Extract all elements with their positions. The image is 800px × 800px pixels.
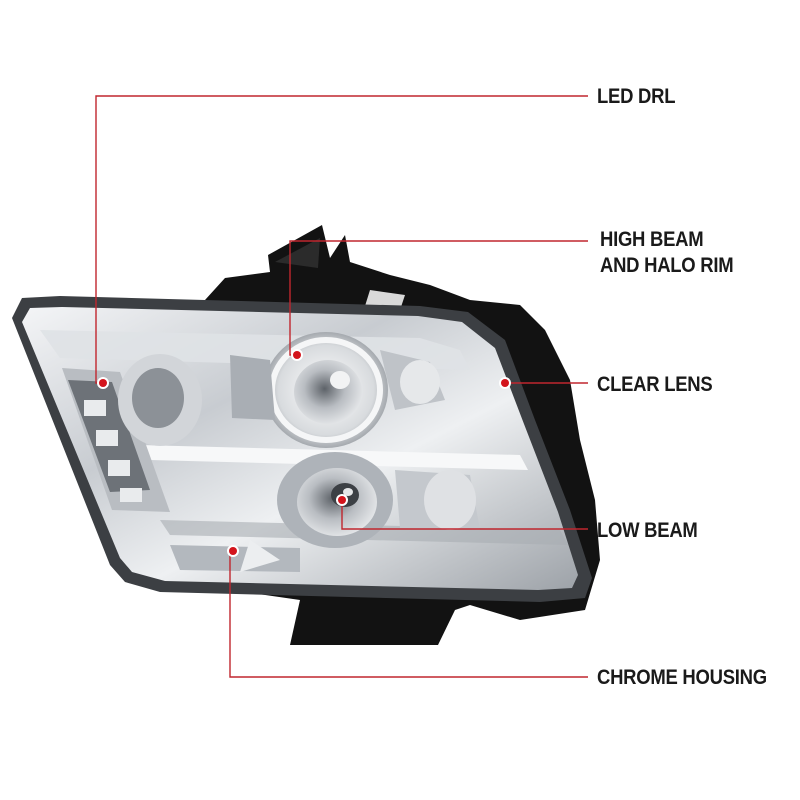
led-drl-marker-icon <box>97 377 109 389</box>
clear-lens-marker-icon <box>499 377 511 389</box>
high-beam-label: HIGH BEAM AND HALO RIM <box>600 227 734 279</box>
clear-lens-label: CLEAR LENS <box>597 373 713 396</box>
chrome-housing-marker-icon <box>227 545 239 557</box>
low-beam-leader <box>341 500 588 530</box>
led-drl-strip <box>62 368 170 512</box>
low-beam-projector <box>277 452 393 548</box>
low-beam-marker-icon <box>336 494 348 506</box>
led-drl-label: LED DRL <box>597 85 676 108</box>
high-beam-label-line2: AND HALO RIM <box>600 254 734 277</box>
high-beam-marker-icon <box>291 349 303 361</box>
low-beam-label: LOW BEAM <box>597 519 698 542</box>
high-beam-projector <box>264 332 388 448</box>
high-beam-label-line1: HIGH BEAM <box>600 228 704 251</box>
chrome-housing-label: CHROME HOUSING <box>597 666 767 689</box>
callout-markers <box>97 349 511 557</box>
